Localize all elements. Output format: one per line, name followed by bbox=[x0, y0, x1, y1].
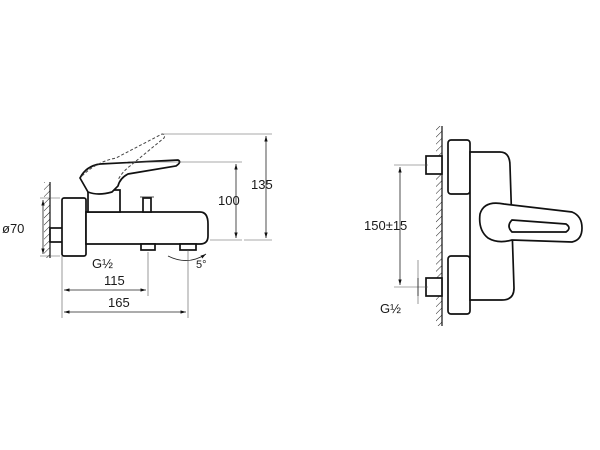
connector-upper bbox=[425, 155, 443, 175]
side-view: ø70 100 135 G½ 5° 115 165 bbox=[2, 133, 273, 318]
length-165-label: 165 bbox=[108, 295, 130, 310]
height-135-label: 135 bbox=[251, 177, 273, 192]
flange-upper bbox=[447, 139, 471, 195]
height-100-label: 100 bbox=[218, 193, 240, 208]
angle-label: 5° bbox=[196, 259, 207, 271]
angle-arc bbox=[167, 253, 207, 261]
lever-ghost bbox=[81, 133, 166, 181]
shower-outlet bbox=[179, 243, 197, 251]
flange-lower bbox=[447, 255, 471, 315]
thread-label-right: G½ bbox=[380, 301, 401, 316]
length-115-label: 115 bbox=[104, 273, 125, 288]
mixer-body bbox=[85, 211, 209, 245]
lever-handle bbox=[79, 159, 181, 195]
pipe-diameter-label: ø70 bbox=[2, 221, 24, 236]
wall-flange bbox=[61, 197, 87, 257]
connector-lower bbox=[425, 277, 443, 297]
diverter-knob bbox=[142, 197, 152, 213]
wall-hatch-left bbox=[44, 182, 50, 258]
spout-outlet bbox=[140, 243, 156, 251]
front-view: 150±15 G½ bbox=[364, 126, 583, 326]
thread-label-left: G½ bbox=[92, 256, 113, 271]
lever-slot bbox=[508, 219, 570, 233]
center-distance-label: 150±15 bbox=[364, 218, 407, 233]
wall-hatch-right bbox=[436, 126, 442, 326]
